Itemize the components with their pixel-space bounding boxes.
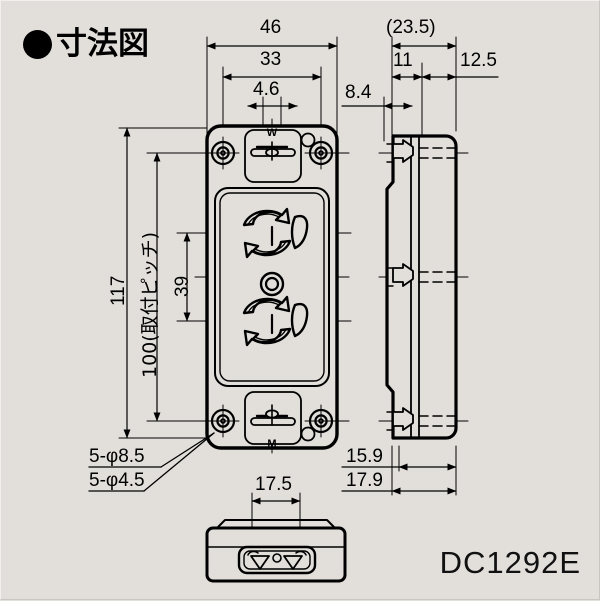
marking-m: M <box>267 438 276 450</box>
note-hole-large: 5-φ8.5 <box>89 446 145 467</box>
side-extension-lines <box>383 36 457 496</box>
twist-lock-receptacle <box>242 295 309 347</box>
front-view-body <box>205 124 339 450</box>
bottom-view-body <box>205 519 347 583</box>
marking-w: W <box>267 127 278 139</box>
mounting-screw <box>304 404 338 438</box>
front-dimension-lines <box>123 42 338 439</box>
dim-side-179: 17.9 <box>346 470 383 491</box>
dim-front-height-outlet-pitch: 39 <box>172 275 193 297</box>
mounting-screw <box>304 136 338 170</box>
dim-side-159: 15.9 <box>346 446 383 467</box>
side-view-body <box>385 134 458 440</box>
model-number: DC1292E <box>439 545 581 580</box>
mounting-screw <box>206 136 240 170</box>
dim-front-height-overall: 117 <box>108 275 129 306</box>
center-eyelet <box>259 271 285 297</box>
side-dimension-lines <box>341 42 499 495</box>
twist-lock-receptacle <box>242 207 309 259</box>
dim-side-depth-overall: (23.5) <box>386 17 436 38</box>
hole-note-leaders <box>88 432 215 492</box>
dim-side-offset-top: 8.4 <box>345 82 372 103</box>
dim-front-width-overall: 46 <box>260 17 282 38</box>
dim-front-width-screw-pitch: 33 <box>260 49 282 70</box>
dim-front-height-mount-pitch: 100(取付ピッチ) <box>139 231 161 378</box>
note-hole-small: 5-φ4.5 <box>89 470 145 491</box>
dim-bottom-width: 17.5 <box>255 474 292 495</box>
dim-front-width-small: 4.6 <box>253 79 280 100</box>
dim-side-depth-b: 12.5 <box>460 50 497 71</box>
mounting-screw <box>206 404 240 438</box>
dim-side-depth-a: 11 <box>393 50 413 71</box>
